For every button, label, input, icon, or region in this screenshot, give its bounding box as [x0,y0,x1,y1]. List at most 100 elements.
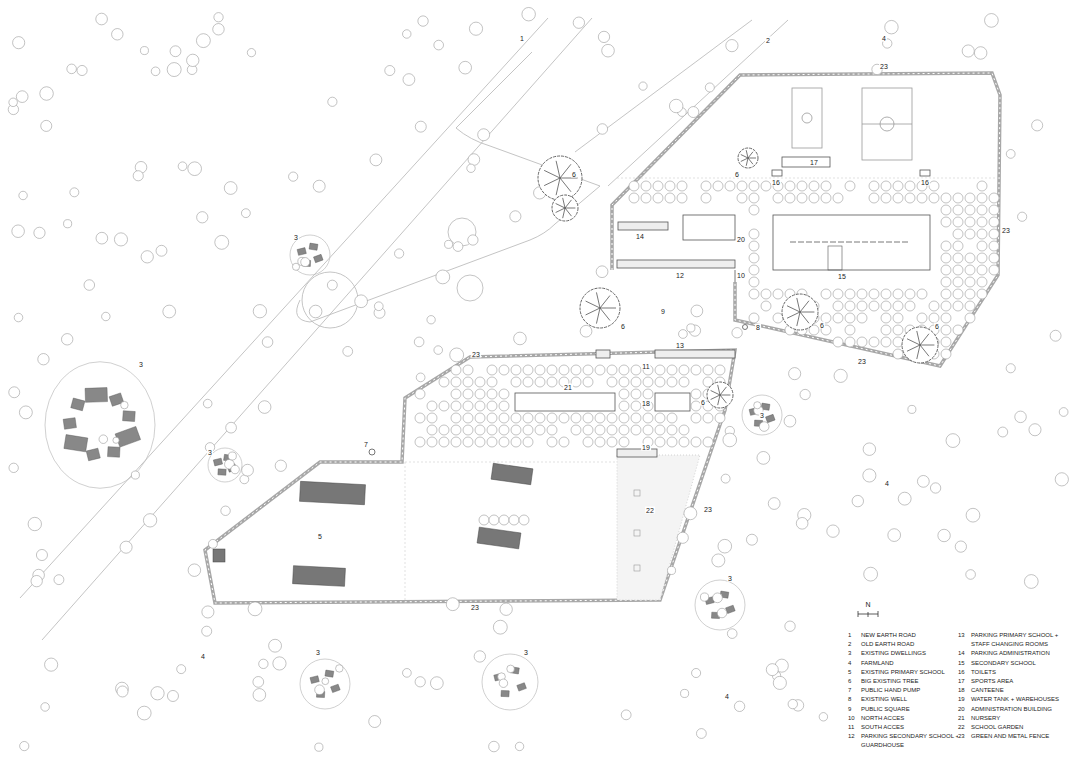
basketball-court [792,88,822,148]
tree [869,193,879,203]
callout-number: 23 [703,506,713,513]
big-tree-branch [797,298,800,312]
big-tree [538,156,582,200]
dwelling [766,414,776,422]
tree [451,365,461,375]
tree [487,401,497,411]
legend-number: 10 [848,714,861,723]
tree [893,301,903,311]
legend-number: 11 [848,723,861,732]
zone-line [617,178,998,179]
tree [45,658,58,671]
tree [1024,575,1038,589]
tree [403,669,412,678]
dwelling [86,448,100,461]
tree [977,265,987,275]
big-tree-branch [917,331,920,345]
dwelling [501,690,509,696]
tree [789,368,801,380]
tree [965,301,975,311]
dwelling [314,254,324,262]
dwelling-ring [300,659,350,709]
tree [474,651,485,662]
legend-text: PARKING PRIMARY SCHOOL + STAFF CHANGING … [971,631,1071,649]
tree [639,82,647,90]
big-tree-branch [596,292,600,308]
tree [965,313,975,323]
tree [1018,212,1027,221]
tree [766,664,778,676]
big-tree-crown [580,288,620,328]
legend-row: 13PARKING PRIMARY SCHOOL + STAFF CHANGIN… [958,631,1071,649]
big-tree-branch [586,301,600,308]
tree [226,422,237,433]
tree [881,181,891,191]
tree [434,346,443,355]
callout-number: 8 [755,324,761,331]
tree [140,47,148,55]
tree [439,401,449,411]
tree [977,289,987,299]
fence-north-texture [612,73,1000,366]
tree [703,365,713,375]
legend-row: 2OLD EARTH ROAD [848,640,961,649]
big-tree-branch [556,203,565,208]
big-tree [902,327,938,363]
callout-number: 3 [759,412,765,419]
big-tree-branch [565,208,571,216]
tree [893,193,903,203]
tree [559,365,569,375]
legend-number: 20 [958,705,971,714]
dwelling-ring [45,362,155,489]
tree [523,425,533,435]
tree [977,181,987,191]
tree [757,451,770,464]
tree [881,313,891,323]
tree [667,566,675,574]
tree [489,741,500,752]
tree [607,425,617,435]
tree [667,425,677,435]
legend-text: NURSERY [971,714,1000,723]
big-tree [580,288,620,328]
legend-text: NORTH ACCES [861,714,904,723]
tree [692,668,701,677]
tree [691,437,701,447]
tree [415,121,426,132]
tree [28,517,41,530]
tree [77,65,87,75]
tree [833,193,843,203]
tree [9,463,18,472]
tree [137,706,151,720]
tree [631,401,641,411]
tree [655,437,665,447]
tree [607,413,617,423]
dwelling [85,388,107,403]
tree [439,425,449,435]
tree [688,107,699,118]
football-field [862,88,912,160]
tree [253,689,266,702]
tree [1055,473,1068,486]
dwelling [310,676,319,684]
fences [205,73,1000,603]
tree [16,91,28,103]
big-tree-branch [544,170,560,178]
tree [701,193,711,203]
legend-row: 15SECONDARY SCHOOL [958,659,1071,668]
tree [941,217,951,227]
tree [631,389,641,399]
tree [196,34,210,48]
callout-number: 3 [293,234,299,241]
dwelling [63,418,76,430]
tree [917,289,927,299]
tree [679,330,688,339]
callout-number: 2 [765,37,771,44]
tree [416,373,425,382]
tree [726,40,738,52]
tree [156,245,167,256]
tree [941,265,951,275]
big-tree-branch [920,345,929,356]
tree [696,729,706,739]
big-tree-branch [907,345,920,351]
